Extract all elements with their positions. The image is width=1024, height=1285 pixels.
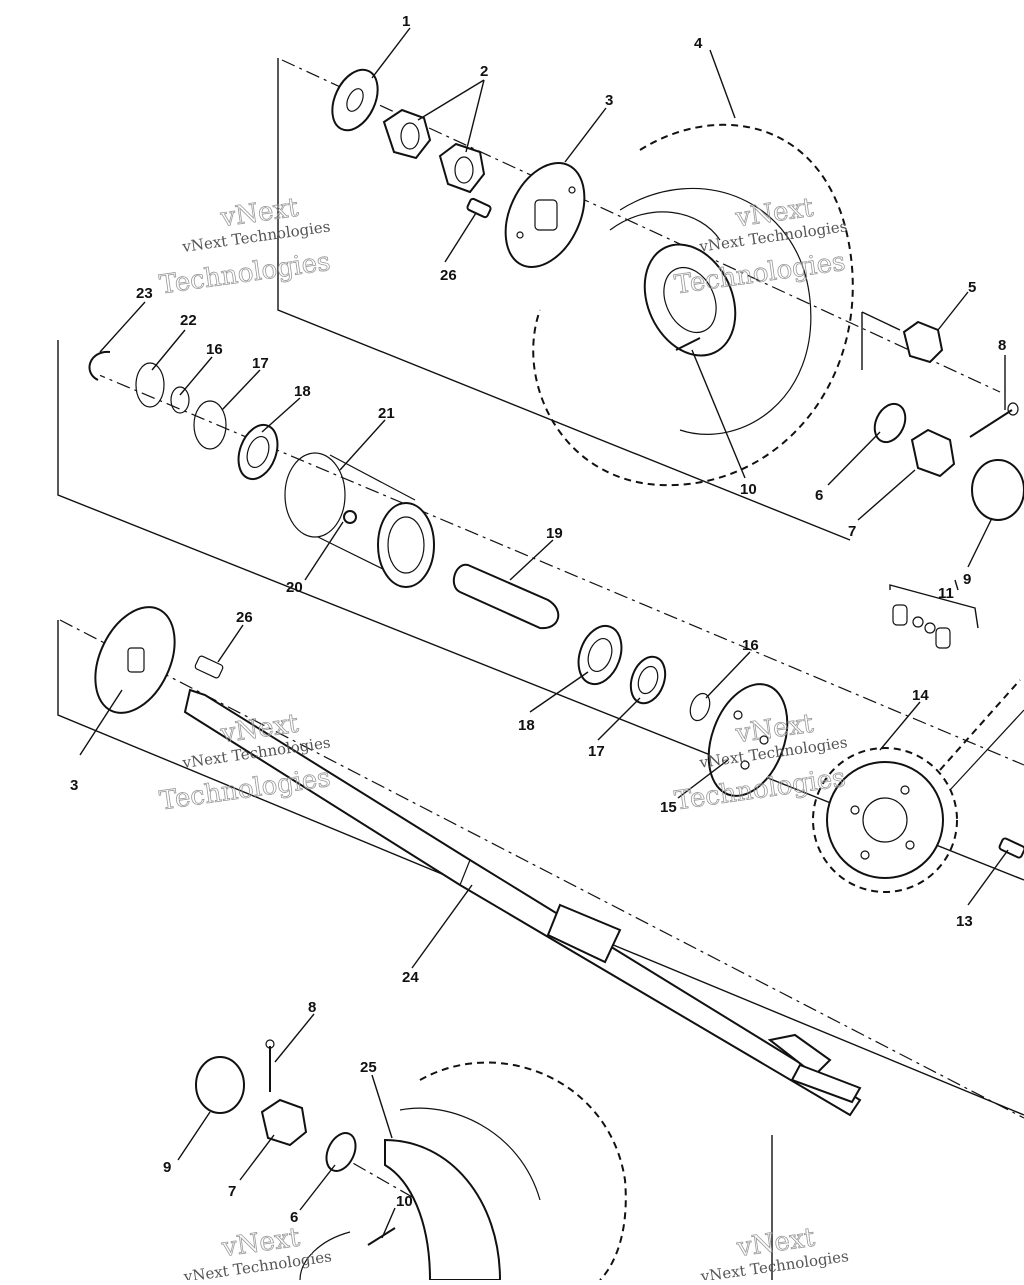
watermark-top-left: vNext vNext Technologies Technologies: [157, 192, 332, 301]
callout-2: 2: [480, 63, 488, 80]
watermark-mid-right: vNext vNext Technologies Technologies: [672, 708, 848, 817]
axle-housing-21: [284, 452, 435, 588]
watermark-top-right: vNext vNext Technologies Technologies: [672, 192, 848, 301]
cotter-pin-8-upper: [969, 402, 1019, 438]
cap-9-lower: [195, 1056, 245, 1114]
valve-stem-10-upper: [675, 337, 701, 351]
washer-6-lower: [325, 1132, 357, 1172]
callout-18-left: 18: [294, 383, 311, 400]
bolt-26-lower: [194, 655, 224, 679]
callout-labels: 1 2 3 4 5 8 6 7 9 10 26 23 22 16 17 18 2…: [70, 13, 1006, 1226]
castle-nut-7-upper: [910, 428, 956, 478]
callout-8-lower: 8: [308, 999, 316, 1016]
wheel-tire-upper: [532, 123, 854, 487]
watermark-bottom-right: vNext vNext Technologies: [699, 1222, 850, 1285]
master-link-11: [892, 604, 951, 649]
sleeve-19: [452, 563, 560, 630]
sprocket-14: [812, 747, 958, 893]
callout-15: 15: [660, 799, 677, 816]
callout-8-upper: 8: [998, 337, 1006, 354]
callout-4: 4: [694, 35, 703, 52]
callout-3-lower: 3: [70, 777, 78, 794]
circlip-23: [88, 350, 111, 381]
hub-plate-3-upper: [504, 162, 586, 268]
watermark-bottom-left: vNext vNext Technologies: [182, 1222, 333, 1285]
callout-3-upper: 3: [605, 92, 613, 109]
bearing-18-right: [577, 624, 623, 686]
callout-1: 1: [402, 13, 410, 30]
sprocket-hub-15: [707, 683, 789, 797]
callout-20: 20: [286, 579, 303, 596]
valve-stem-10-lower: [367, 1227, 396, 1246]
callout-24: 24: [402, 969, 419, 986]
callout-21: 21: [378, 405, 395, 422]
callout-6-upper: 6: [815, 487, 823, 504]
rear-axle-24: [183, 688, 862, 1117]
cotter-pin-8-lower: [265, 1039, 275, 1092]
grease-fitting-20: [343, 510, 357, 524]
washer-1: [331, 68, 379, 132]
spacer-22: [135, 362, 165, 408]
callout-9-upper: 9: [963, 571, 971, 588]
callout-13: 13: [956, 913, 973, 930]
seal-17-left: [193, 400, 227, 450]
o-ring-16-right: [689, 692, 711, 722]
nut-2b: [438, 142, 486, 194]
callout-26-upper: 26: [440, 267, 457, 284]
callout-10-upper: 10: [740, 481, 757, 498]
wheel-tire-lower: [299, 1061, 627, 1281]
callout-9-lower: 9: [163, 1159, 171, 1176]
callout-7-lower: 7: [228, 1183, 236, 1200]
callout-23: 23: [136, 285, 153, 302]
callout-7-upper: 7: [848, 523, 856, 540]
leader-lines: [79, 27, 1009, 1239]
callout-19: 19: [546, 525, 563, 542]
callout-17-left: 17: [252, 355, 269, 372]
washer-6-upper: [873, 402, 907, 444]
callout-11: 11: [938, 585, 954, 602]
callout-6-lower: 6: [290, 1209, 298, 1226]
callout-14: 14: [912, 687, 929, 704]
assembly-outline-lines: [57, 58, 1024, 1280]
callout-5: 5: [968, 279, 976, 296]
hub-plate-3-lower: [94, 606, 176, 714]
bolt-13: [998, 837, 1024, 859]
callout-16-right: 16: [742, 637, 759, 654]
cap-9-upper: [971, 459, 1024, 521]
bolt-26-upper: [466, 197, 492, 219]
o-ring-16-left: [170, 386, 190, 414]
callout-25: 25: [360, 1059, 377, 1076]
nut-5: [902, 320, 944, 364]
callout-10-lower: 10: [396, 1193, 413, 1210]
bearing-18-left: [237, 423, 279, 481]
callout-26-lower: 26: [236, 609, 253, 626]
castle-nut-7-lower: [260, 1098, 308, 1147]
nut-2a: [382, 108, 432, 160]
callout-16-left: 16: [206, 341, 223, 358]
callout-22: 22: [180, 312, 197, 329]
drive-chain: [939, 679, 1024, 791]
callout-17-right: 17: [588, 743, 605, 760]
seal-17-right: [629, 655, 667, 705]
callout-18-right: 18: [518, 717, 535, 734]
